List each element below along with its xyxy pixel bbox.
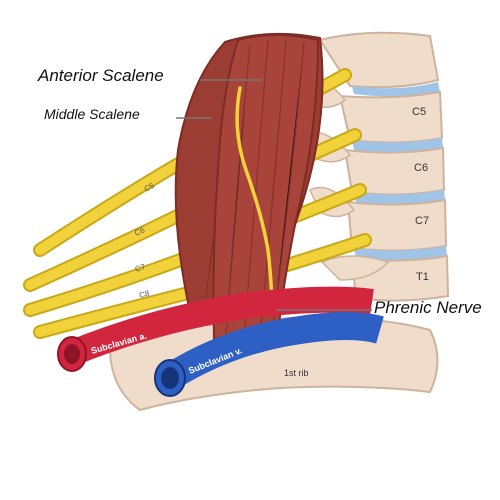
disc-c4-c5 bbox=[352, 82, 440, 97]
root-label-c6: C6 bbox=[133, 225, 147, 238]
vertebra-label-c7: C7 bbox=[415, 215, 429, 227]
root-label-c5: C5 bbox=[143, 181, 157, 194]
phrenic-nerve-label: Phrenic Nerve bbox=[374, 298, 482, 317]
middle-scalene-label: Middle Scalene bbox=[44, 106, 140, 122]
anterior-scalene-label: Anterior Scalene bbox=[38, 66, 164, 85]
anterior-scalene-muscle bbox=[212, 34, 320, 342]
subclavian-artery-lumen-inner bbox=[64, 344, 80, 364]
root-label-c8: C8 bbox=[138, 289, 151, 300]
rib-label: 1st rib bbox=[284, 368, 309, 378]
transverse-process-t1 bbox=[320, 255, 390, 281]
disc-c5-c6 bbox=[352, 138, 443, 153]
subclavian-artery-body bbox=[70, 286, 374, 365]
disc-c6-c7 bbox=[354, 190, 445, 205]
vertebral-column: C5 C6 C7 T1 bbox=[298, 31, 450, 302]
disc-c7-t1 bbox=[354, 246, 447, 261]
vertebra-label-c5: C5 bbox=[412, 106, 426, 118]
subclavian-vein-body bbox=[164, 312, 384, 388]
phrenic-nerve bbox=[235, 86, 274, 314]
subclavian-vein-lumen-inner bbox=[161, 367, 179, 389]
leader-lines bbox=[176, 79, 372, 311]
root-label-c7: C7 bbox=[134, 262, 147, 274]
vertebra-label-c6: C6 bbox=[414, 162, 428, 174]
vertebra-label-t1: T1 bbox=[416, 271, 429, 283]
